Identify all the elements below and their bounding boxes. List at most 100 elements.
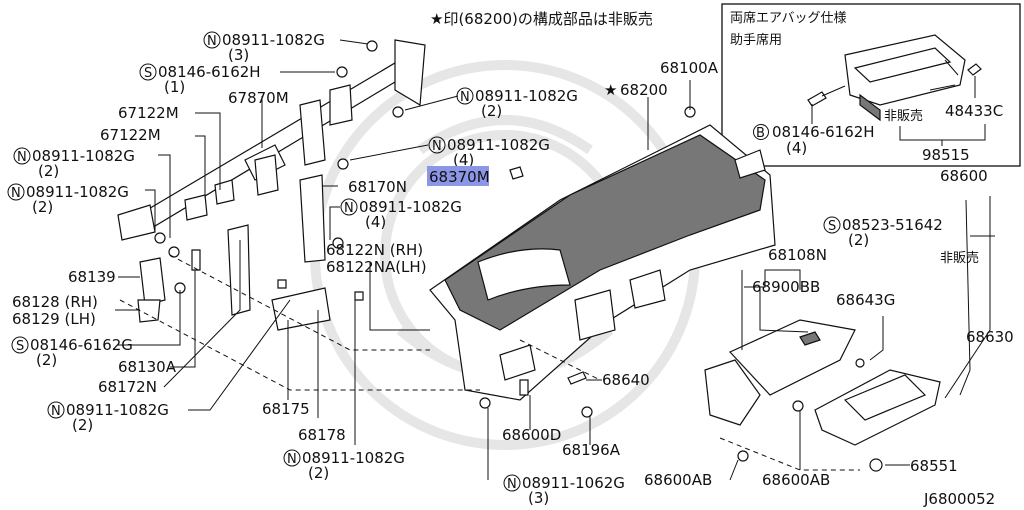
inset-label-98515: 98515 (922, 146, 970, 164)
label-qty-4: (4) (365, 213, 386, 231)
code-s-circle (823, 216, 841, 234)
label-68643g: 68643G (836, 291, 895, 309)
airbag-module-drawing (844, 34, 966, 122)
inset-label-bolt: 08146-6162H (772, 123, 875, 141)
clip-68370m-icon (509, 166, 524, 180)
label-68139: 68139 (68, 268, 116, 286)
code-n-circle (283, 449, 301, 467)
inset-title: 両席エアバッグ仕様 (730, 10, 846, 26)
label-s08523-51642: 08523-51642 (842, 216, 943, 234)
label-68175: 68175 (262, 400, 310, 418)
code-n: N (344, 201, 354, 216)
lower-bracket-drawing (137, 174, 364, 331)
label-n08911-1062g: 08911-1062G (522, 474, 625, 492)
label-68100a: 68100A (660, 59, 719, 77)
label-n08911-1082g-h: 08911-1082G (302, 449, 405, 467)
dashed-outlines (119, 254, 860, 471)
label-68600ab-a: 68600AB (644, 471, 712, 489)
label-qty-1: (1) (164, 78, 185, 96)
label-n08911-1082g-d: 08911-1082G (26, 183, 129, 201)
label-s08146-6162h: 08146-6162H (158, 63, 261, 81)
inset-not-sold: 非販売 (884, 108, 923, 124)
label-qty-2: (2) (36, 351, 57, 369)
leader-lines (115, 39, 995, 481)
label-68122na: 68122NA(LH) (326, 258, 427, 276)
label-n08911-1082g-b: 08911-1082G (475, 87, 578, 105)
label-68196a: 68196A (562, 441, 621, 459)
label-68600d: 68600D (502, 426, 561, 444)
code-n: N (17, 150, 27, 165)
label-not-sold: 非販売 (940, 250, 979, 266)
label-qty-2: (2) (308, 464, 329, 482)
inset-code-b-circle (753, 124, 769, 140)
label-n08911-1082g-f: 08911-1082G (359, 198, 462, 216)
label-68640: 68640 (602, 371, 650, 389)
inset-frame (721, 3, 1021, 167)
label-68600ab-b: 68600AB (762, 471, 830, 489)
code-n-circle (428, 136, 446, 154)
inset-label-bolt-qty: (4) (786, 139, 807, 157)
label-n08911-1082g-e: 08911-1082G (447, 136, 550, 154)
glove-box-drawing (519, 319, 941, 446)
label-n08911-1082g-c: 08911-1082G (32, 147, 135, 165)
label-qty-2: (2) (848, 231, 869, 249)
label-qty-3: (3) (528, 489, 549, 507)
code-n-circle (13, 147, 31, 165)
header-note: ★印(68200)の構成部品は非販売 (430, 10, 653, 28)
label-68130a: 68130A (118, 358, 177, 376)
label-qty-2: (2) (38, 162, 59, 180)
code-n: N (51, 404, 61, 419)
label-qty-2: (2) (481, 102, 502, 120)
label-68200: 68200 (620, 81, 668, 99)
code-n-circle (340, 198, 358, 216)
label-68129: 68129 (LH) (12, 310, 96, 328)
code-n-circle (203, 31, 221, 49)
label-68600: 68600 (940, 167, 988, 185)
code-n: N (207, 34, 217, 49)
inset-subtitle: 助手席用 (730, 32, 782, 48)
code-s-circle (139, 63, 157, 81)
label-68370m[interactable]: 68370M (429, 168, 490, 186)
label-qty-2: (2) (72, 416, 93, 434)
label-67122m-a: 67122M (118, 104, 179, 122)
label-68170n: 68170N (348, 178, 407, 196)
label-qty-2: (2) (32, 198, 53, 216)
code-n-circle (47, 401, 65, 419)
label-67870m: 67870M (228, 89, 289, 107)
code-s: S (144, 66, 152, 81)
label-67122m-b: 67122M (100, 126, 161, 144)
code-n-circle (456, 87, 474, 105)
instrument-panel-drawing (429, 124, 776, 401)
label-68108n: 68108N (768, 246, 827, 264)
inset-bolt-icon (807, 63, 982, 107)
diagram-id: J6800052 (923, 490, 995, 508)
label-n08911-1082g-a: 08911-1082G (222, 31, 325, 49)
label-68178: 68178 (298, 426, 346, 444)
code-n: N (460, 90, 470, 105)
label-68128: 68128 (RH) (12, 293, 98, 311)
code-n-circle (7, 183, 25, 201)
code-n: N (287, 452, 297, 467)
code-n: N (432, 139, 442, 154)
label-68630: 68630 (966, 328, 1014, 346)
code-s: S (16, 339, 24, 354)
code-n: N (11, 186, 21, 201)
label-qty-4: (4) (453, 151, 474, 169)
label-s08146-6162g: 08146-6162G (30, 336, 133, 354)
code-s-circle (11, 336, 29, 354)
highlight-68370m (427, 166, 489, 186)
code-n: N (507, 477, 517, 492)
label-star: ★ (604, 81, 617, 99)
label-68900bb: 68900BB (752, 278, 820, 296)
code-s: S (828, 219, 836, 234)
steering-member-drawing (117, 39, 426, 241)
code-n-circle (503, 474, 521, 492)
label-68172n: 68172N (98, 378, 157, 396)
inset-code-b: B (756, 126, 765, 141)
label-68122n: 68122N (RH) (326, 241, 423, 259)
label-n08911-1082g-g: 08911-1082G (66, 401, 169, 419)
inset-label-48433c: 48433C (945, 102, 1003, 120)
label-68551: 68551 (910, 457, 958, 475)
label-qty-3: (3) (228, 46, 249, 64)
